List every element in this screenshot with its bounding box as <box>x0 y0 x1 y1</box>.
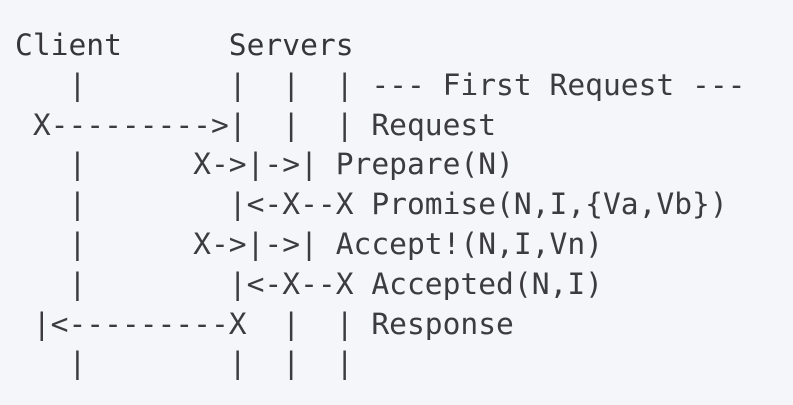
diagram-row-header: Client Servers <box>15 28 354 62</box>
diagram-row-accept: | X->|->| Accept!(N,I,Vn) <box>15 226 603 261</box>
diagram-row-accepted: | |<-X--X Accepted(N,I) <box>15 266 603 301</box>
diagram-row-lifelines-bottom: | | | | <box>15 346 354 381</box>
diagram-row-promise: | |<-X--X Promise(N,I,{Va,Vb}) <box>15 187 728 222</box>
diagram-row-prepare: | X->|->| Prepare(N) <box>15 147 514 182</box>
diagram-row-first-request-header: | | | | --- First Request --- <box>15 67 746 102</box>
diagram-row-request: X--------->| | | Request <box>15 107 497 142</box>
diagram-row-response: |<---------X | | Response <box>15 306 514 341</box>
